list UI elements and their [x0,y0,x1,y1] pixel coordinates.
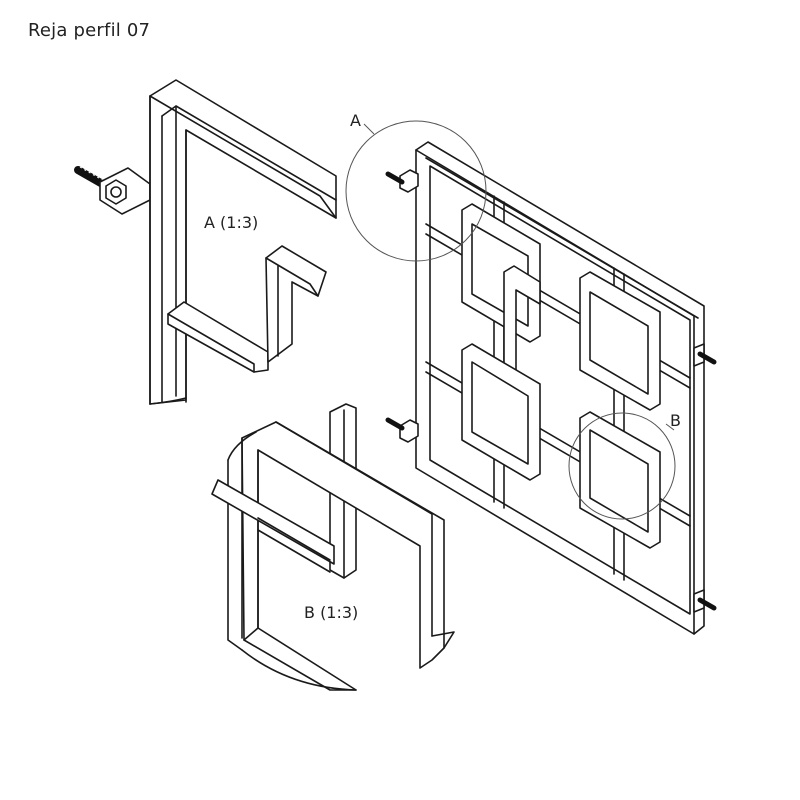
grille-square-2 [579,271,661,411]
grille-bolt-top-left [385,169,419,193]
detail-a-nut [105,179,127,205]
page-title: Reja perfil 07 [28,20,151,41]
callout-label-b: B [670,411,681,430]
detail-b-square [241,421,445,691]
grille-bolt-top-right [693,343,717,367]
grille-bolt-bottom-left [385,417,419,443]
detail-b-view [211,403,455,691]
callout-label-a: A [350,111,361,130]
callout-circle-b [568,412,676,520]
detail-b-bar [211,479,335,565]
detail-a-view [74,79,337,405]
callout-circle-a [345,120,487,262]
grille-frame-inner [429,165,691,615]
detail-a-bar [167,301,269,373]
grille-square-4 [461,343,541,481]
grille-main-view [385,141,717,635]
grille-square-1 [461,203,541,343]
detail-a-label: A (1:3) [204,213,258,232]
detail-b-label: B (1:3) [304,603,358,622]
callout-leader-b [665,423,675,431]
grille-bolt-bottom-right [693,589,717,613]
callout-leader-a [363,123,375,135]
detail-a-square-corner [265,245,327,363]
